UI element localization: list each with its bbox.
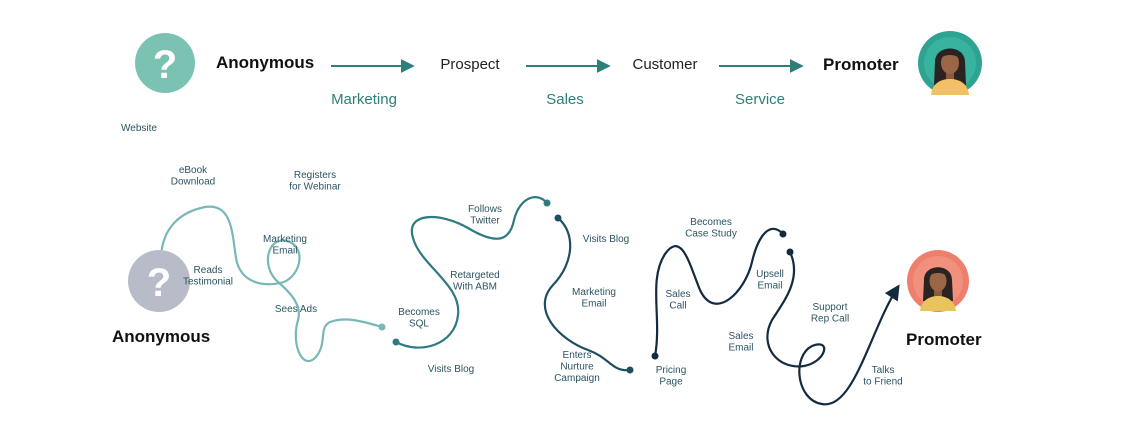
touchpoint-line: Enters [563, 350, 592, 361]
touchpoint-line: SQL [409, 319, 429, 330]
journey-dot [543, 199, 551, 207]
promoter-avatar-journey [907, 250, 969, 312]
touchpoint-line: Email [581, 299, 606, 310]
top-end-label: Promoter [823, 55, 899, 74]
journey-segment-nurture [543, 216, 632, 372]
touchpoint-line: Retargeted [450, 270, 499, 281]
journey-dot [626, 366, 634, 374]
team-sales-label: Sales [546, 91, 584, 108]
journey-start-label: Anonymous [112, 327, 210, 346]
touchpoint-line: Download [171, 177, 215, 188]
journey-end-label: Promoter [906, 330, 982, 349]
touchpoint-line: Marketing [263, 234, 307, 245]
journey-dot [378, 323, 386, 331]
touchpoint-line: Testimonial [183, 277, 233, 288]
person-icon [920, 267, 956, 311]
team-marketing-label: Marketing [331, 91, 397, 108]
touchpoint-line: Reads [194, 265, 223, 276]
journey-segment-mid [394, 196, 549, 349]
touchpoint-line: to Friend [863, 377, 902, 388]
touchpoint-line: Page [659, 377, 683, 388]
touchpoint-line: Sales [728, 331, 753, 342]
unknown-visitor-circle [128, 250, 190, 312]
touchpoint-line: eBook [179, 165, 208, 176]
touchpoint-line: Visits Blog [583, 234, 630, 245]
touchpoint-line: Email [757, 281, 782, 292]
touchpoint-line: Case Study [685, 229, 737, 240]
journey-dot [786, 248, 794, 256]
touchpoint-visits-blog-1: Visits Blog [428, 364, 475, 375]
unknown-visitor-circle [135, 33, 195, 93]
stage-prospect-label: Prospect [440, 56, 500, 73]
touchpoint-line: Follows [468, 204, 502, 215]
touchpoint-visits-blog-2: Visits Blog [583, 234, 630, 245]
touchpoint-line: Website [121, 123, 157, 134]
journey-dot [392, 338, 400, 346]
touchpoint-line: Becomes [690, 217, 732, 228]
touchpoint-line: for Webinar [289, 182, 341, 193]
person-icon [931, 48, 969, 95]
stage-customer-label: Customer [632, 56, 697, 73]
touchpoint-line: Email [728, 343, 753, 354]
touchpoint-line: Support [812, 302, 847, 313]
touchpoint-line: Sees Ads [275, 304, 317, 315]
touchpoint-line: Marketing [572, 287, 616, 298]
touchpoint-line: Twitter [470, 216, 500, 227]
touchpoint-line: Becomes [398, 307, 440, 318]
touchpoint-line: Talks [872, 365, 895, 376]
touchpoint-line: Call [669, 301, 686, 312]
touchpoint-line: Email [272, 246, 297, 257]
touchpoint-line: Rep Call [811, 314, 849, 325]
touchpoint-line: Campaign [554, 373, 600, 384]
journey-dot [779, 230, 787, 238]
journey-dot [651, 352, 659, 360]
top-lifecycle-flow: ? Anonymous Prospect Customer Promoter M… [135, 31, 982, 108]
journey-segment-sales [653, 227, 785, 358]
touchpoint-line: Nurture [560, 362, 594, 373]
anonymous-avatar-journey: ? [128, 250, 190, 312]
journey-segment-service [766, 250, 900, 406]
question-icon: ? [153, 43, 177, 87]
promoter-avatar-top [918, 31, 982, 95]
question-icon: ? [147, 261, 171, 305]
anonymous-avatar-top: ? [135, 33, 195, 93]
touchpoint-line: Upsell [756, 269, 784, 280]
touchpoint-line: Visits Blog [428, 364, 475, 375]
journey-dot [554, 214, 562, 222]
touchpoint-website: Website [121, 123, 157, 134]
touchpoint-line: With ABM [453, 282, 497, 293]
top-start-label: Anonymous [216, 53, 314, 72]
touchpoint-line: Pricing [656, 365, 687, 376]
touchpoint-line: Sales [665, 289, 690, 300]
team-service-label: Service [735, 91, 785, 108]
touchpoint-sees-ads: Sees Ads [275, 304, 317, 315]
journey-segment-early [159, 205, 384, 362]
journey-path [159, 196, 900, 406]
touchpoint-line: Registers [294, 170, 336, 181]
